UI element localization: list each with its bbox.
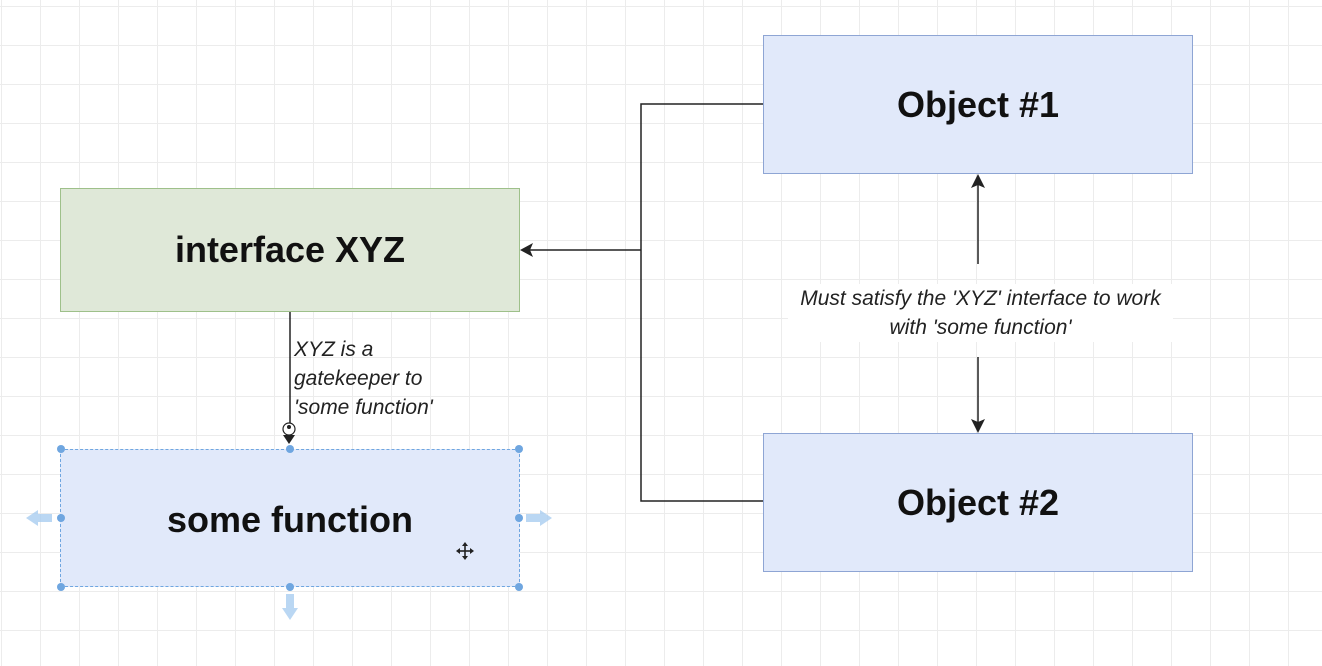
gatekeeper-note: XYZ is a gatekeeper to 'some function' xyxy=(294,338,433,419)
arrow-head-icon xyxy=(520,243,533,257)
interface-label: interface XYZ xyxy=(174,229,406,270)
selection-handle-icon[interactable] xyxy=(515,445,523,453)
arrow-head-icon xyxy=(971,174,985,188)
object1-box[interactable]: Object #1 xyxy=(763,35,1193,174)
function-label: some function xyxy=(166,499,413,540)
interface-xyz-box[interactable]: interface XYZ xyxy=(60,188,520,312)
connection-arrow-icon[interactable] xyxy=(282,594,298,620)
anchor-point-icon[interactable] xyxy=(282,422,296,444)
connector-object1[interactable] xyxy=(640,103,763,250)
satisfy-note: Must satisfy the 'XYZ' interface to work… xyxy=(788,284,1173,342)
connection-arrow-icon[interactable] xyxy=(26,510,52,526)
selection-handle-icon[interactable] xyxy=(286,445,294,453)
object1-label: Object #1 xyxy=(896,83,1060,125)
selection-handle-icon[interactable] xyxy=(57,445,65,453)
connector-object2[interactable] xyxy=(640,250,763,502)
arrow-head-icon xyxy=(971,419,985,433)
selection-handle-icon[interactable] xyxy=(515,583,523,591)
selection-handle-icon[interactable] xyxy=(57,583,65,591)
object2-box[interactable]: Object #2 xyxy=(763,433,1193,572)
selection-handle-icon[interactable] xyxy=(286,583,294,591)
selection-handle-icon[interactable] xyxy=(515,514,523,522)
selection-handle-icon[interactable] xyxy=(57,514,65,522)
object2-label: Object #2 xyxy=(896,481,1060,523)
some-function-box[interactable]: some function xyxy=(60,449,520,587)
connection-arrow-icon[interactable] xyxy=(526,510,552,526)
move-cursor-icon xyxy=(456,542,474,560)
